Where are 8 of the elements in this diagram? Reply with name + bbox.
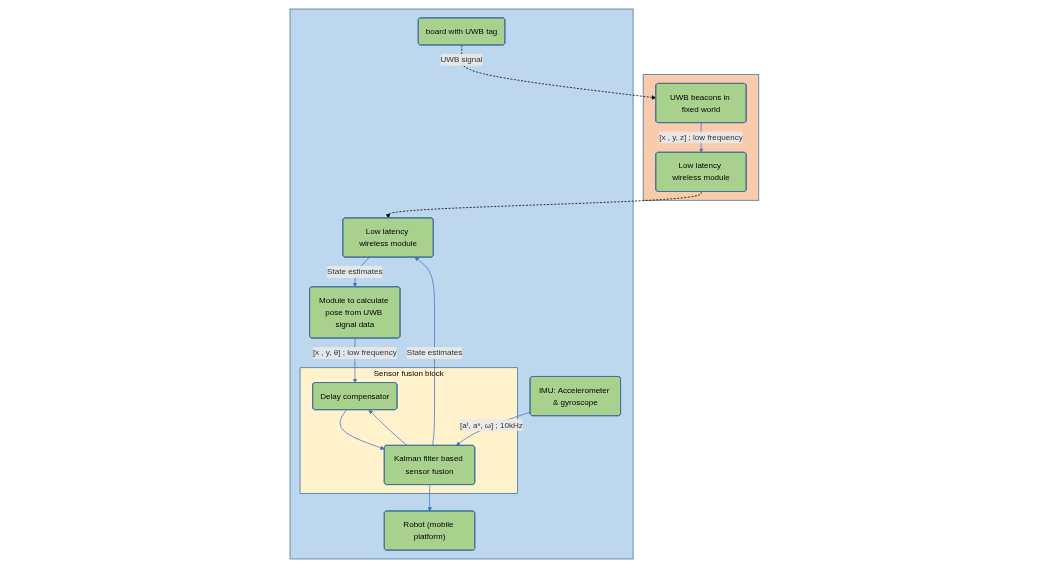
edge-label: State estimates — [406, 348, 463, 357]
edge-label: [x , y, θ] ; low frequency — [312, 348, 397, 357]
edge-label: [x , y, z] ; low frequency — [659, 132, 743, 142]
edge-label: State estimates — [327, 267, 383, 276]
edge-label: UWB signal — [440, 55, 483, 64]
cluster — [642, 74, 760, 201]
cluster — [289, 8, 634, 560]
edge-label: [aᵗ, aⁿ, ω] ; 10kHz — [460, 420, 523, 430]
